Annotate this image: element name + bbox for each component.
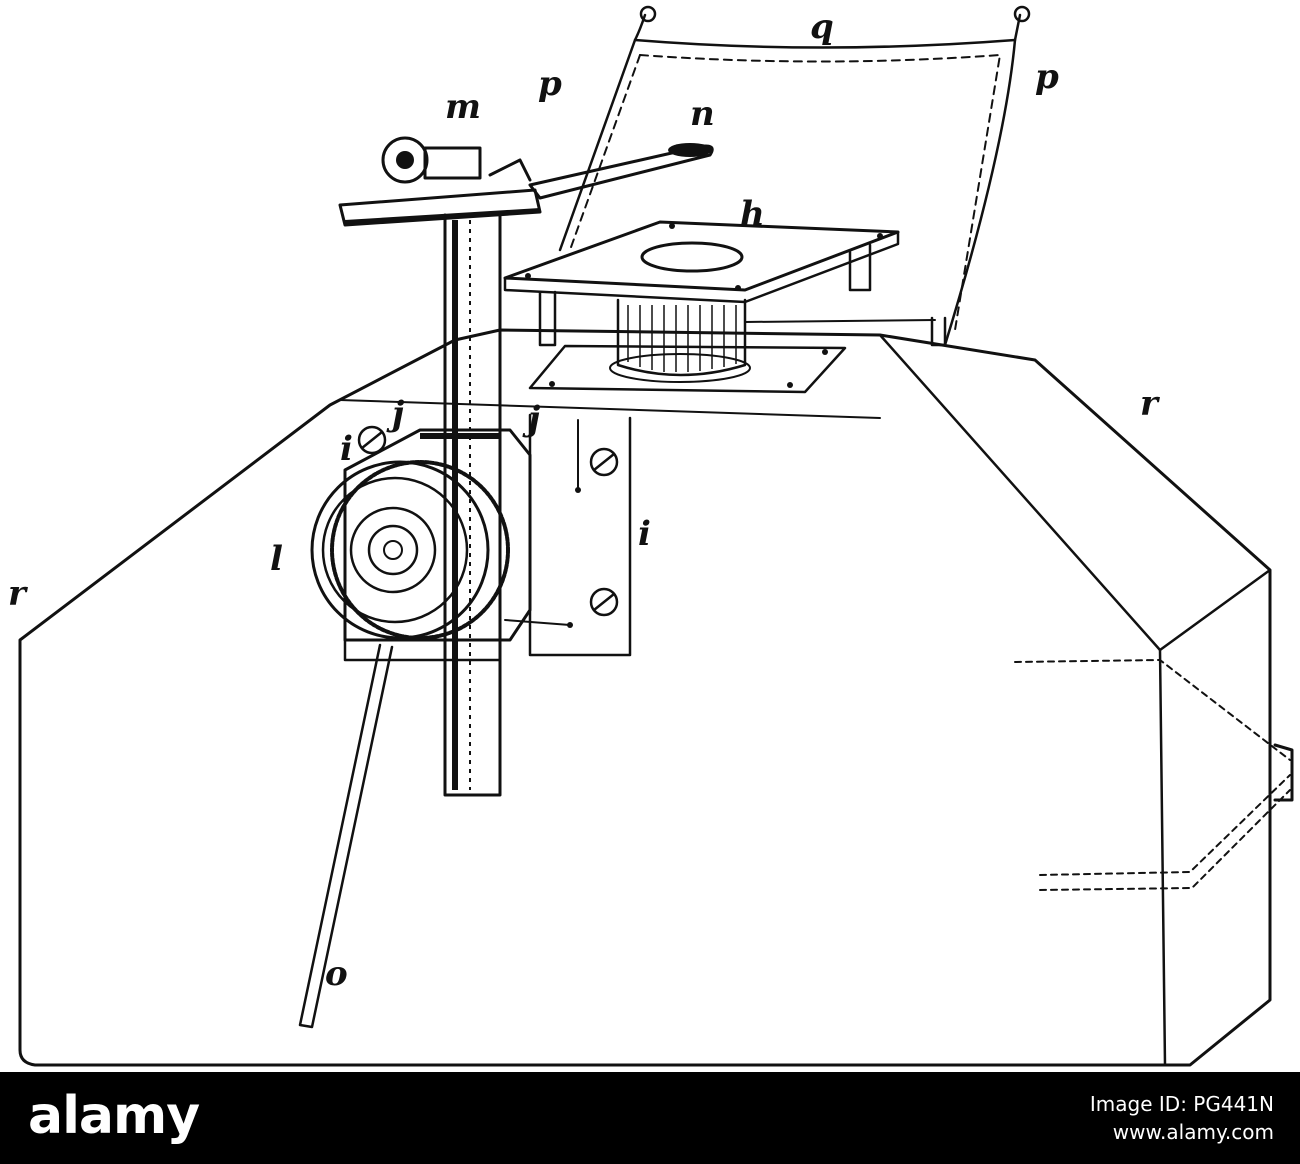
bracket-plate (357, 413, 632, 657)
base-box (18, 328, 1294, 1067)
screen-frame (558, 5, 1031, 347)
watermark-info: Image ID: PG441N www.alamy.com (1090, 1090, 1274, 1146)
label-p-left: p (538, 64, 562, 104)
top-arm (338, 136, 714, 227)
watermark-bar: alamy Image ID: PG441N www.alamy.com (0, 1072, 1300, 1164)
label-l: l (270, 539, 283, 579)
stage-h (503, 220, 947, 347)
label-n: n (690, 94, 715, 134)
label-h: h (740, 194, 765, 234)
alamy-logo: alamy (28, 1086, 200, 1146)
rack-column (443, 213, 502, 797)
cylinder (609, 298, 751, 383)
apparatus-engraving: q p p m n h j j i i l r r o (8, 5, 1294, 1067)
label-p-right: p (1035, 57, 1059, 97)
label-r-right: r (1140, 384, 1160, 424)
label-q: q (810, 7, 834, 47)
coarse-wheel-l (310, 460, 510, 640)
label-i-right: i (638, 514, 651, 554)
site-url-text: www.alamy.com (1112, 1120, 1274, 1144)
label-r-left: r (8, 574, 28, 614)
rod-o (298, 643, 394, 1029)
top-plate (528, 344, 847, 394)
label-m: m (445, 87, 481, 127)
label-j-left: j (386, 394, 405, 434)
letter-labels: q p p m n h j j i i l r r o (8, 7, 1160, 994)
label-o: o (325, 954, 348, 994)
image-id-text: Image ID: PG441N (1089, 1092, 1274, 1116)
label-i-left: i (340, 429, 353, 469)
label-j-right: j (522, 399, 541, 439)
